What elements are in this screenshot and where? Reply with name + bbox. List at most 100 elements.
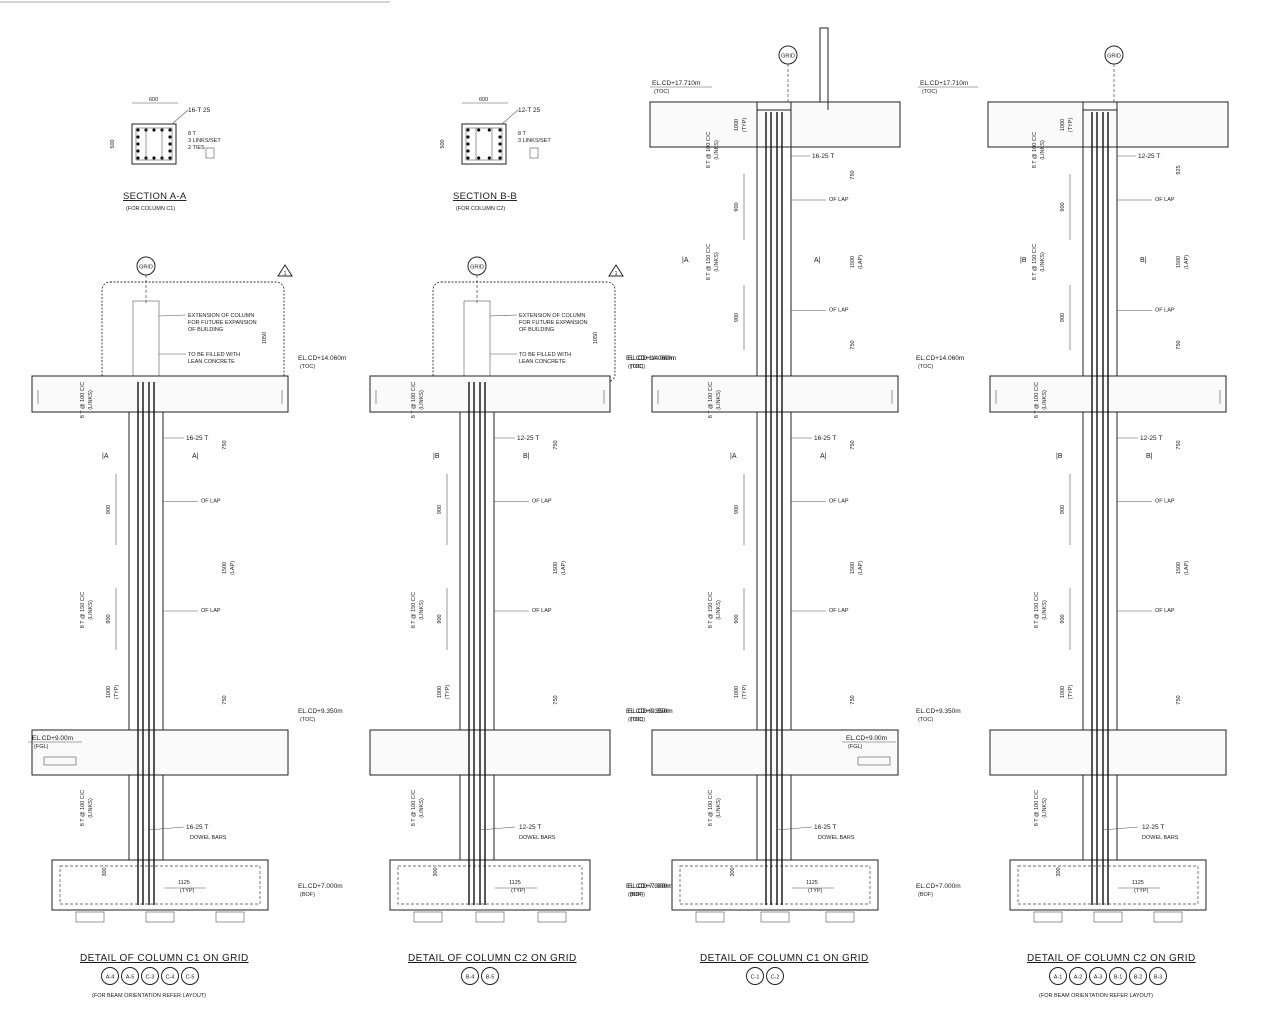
elevation-tag: (TOC) [300,717,315,723]
column-extension [463,300,491,380]
rebar-dot [498,135,502,139]
dimension-label: 900 [1060,202,1066,211]
dowel-callout: DOWEL BARS [519,835,556,841]
bar-callout: 16-T 25 [188,107,211,114]
link-tag: (LINKS) [1040,140,1046,160]
dimension-label: 900 [437,505,443,514]
dimension-label: 1000 [437,686,443,698]
dimension-label: 900 [734,202,740,211]
pile-cap [671,859,879,911]
dimension-label: 900 [734,313,740,322]
link-spacing: 8 T @ 100 C/C [80,382,86,419]
grid-ref-bubble [1109,967,1127,985]
pile-cap-rebar [59,865,261,905]
elevation-label: EL.CD+17.710m [920,80,968,87]
bar-callout: 16-25 T [814,824,836,831]
revision-triangle [277,264,293,277]
dimension-label: 1000 [734,119,740,131]
elevation-tag: (TOC) [918,364,933,370]
leader-line [147,826,185,831]
dimension-label: 750 [850,340,856,349]
dimension-label: 900 [437,614,443,623]
grid-ref-bubble [181,967,199,985]
bar-callout: 16-25 T [812,153,834,160]
link-spacing: 8 T @ 100 C/C [708,790,714,827]
fill-note: TO BE FILLED WITH [188,352,240,358]
grid-ref-bubble [1089,967,1107,985]
extension-note: OF BUILDING [519,327,554,333]
dimension-tag: (LAP) [1184,561,1190,575]
lap-callout: OF LAP [829,308,849,314]
elevation-tag: (TOC) [630,364,645,370]
elevation-label: EL.CD+9.00m [846,735,887,742]
pile-cap-rebar [679,865,871,905]
section-cut: |A [730,453,737,460]
link-callout: 8 T [188,131,196,137]
floor-beam-lower [651,729,899,776]
dimension-tag: (TYP) [742,685,748,700]
grid-label: GRID [781,54,795,60]
bar-callout: 12-25 T [1142,824,1164,831]
column-detail-4: GRIDEL.CD+17.710m(TOC)EL.CD+14.060m(TOC)… [916,45,1229,999]
elevation-tag: (TOC) [630,717,645,723]
section-cut: A| [820,453,827,460]
elevation-label: EL.CD+7.000m [626,883,671,890]
link-sketch [205,147,215,159]
grid-ref-label: A-4 [106,975,115,981]
pile-head [1033,911,1063,923]
bar-callout: 16-25 T [186,824,208,831]
dimension-label: 750 [1176,695,1182,704]
rebar-dot [477,156,481,160]
dimension-label: 600 [149,97,158,103]
pile-head [145,911,175,923]
dimension-label: 1500 [850,256,856,268]
link-spacing: 8 T @ 150 C/C [80,592,86,629]
detail-title: DETAIL OF COLUMN C1 ON GRID [700,953,869,964]
link-outline [135,127,173,161]
dimension-label: 1000 [106,686,112,698]
dimension-label: 750 [850,170,856,179]
dimension-label: 1500 [553,562,559,574]
lap-callout: OF LAP [532,608,552,614]
pile-head [695,911,725,923]
dowel-callout: DOWEL BARS [190,835,227,841]
rebar-dot [136,156,140,160]
link-tag: (LINKS) [419,798,425,818]
pile-head [75,911,105,923]
link-spacing: 8 T @ 150 C/C [1034,592,1040,629]
section-subtitle: (FOR COLUMN C1) [126,206,175,212]
extension-note: FOR FUTURE EXPANSION [519,320,588,326]
elevation-tag: (BOF) [630,892,645,898]
elevation-tag: (BOF) [300,892,315,898]
dimension-label: 600 [479,97,488,103]
ground-hatch [857,756,891,766]
rebar-dot [477,128,481,132]
elevation-label: EL.CD+14.060m [628,355,676,362]
rebar-dot [466,128,470,132]
grid-ref-bubble [161,967,179,985]
rebar-dot [498,128,502,132]
rebar-dot [466,149,470,153]
lap-callout: OF LAP [532,499,552,505]
grid-ref-bubble [481,967,499,985]
dimension-label: 1125 [178,880,190,886]
dimension-label: 750 [222,440,228,449]
pile-cap [51,859,269,911]
section-cut: B| [1140,257,1147,264]
dimension-label: 900 [1060,505,1066,514]
grid-ref-label: C-5 [186,975,195,981]
floor-beam-lower [369,729,611,776]
link-spacing: 8 T @ 100 C/C [80,790,86,827]
dimension-label: 900 [1060,313,1066,322]
grid-label: GRID [1107,54,1121,60]
link-tag: (LINKS) [88,798,94,818]
grid-ref-label: C-4 [166,975,175,981]
link-tag: (LINKS) [716,390,722,410]
lap-callout: OF LAP [201,608,221,614]
bar-callout: 12-25 T [517,435,539,442]
leader-line [171,109,189,125]
dimension-label: 750 [553,695,559,704]
extension-note: OF BUILDING [188,327,223,333]
dimension-tag: (TYP) [1068,685,1074,700]
